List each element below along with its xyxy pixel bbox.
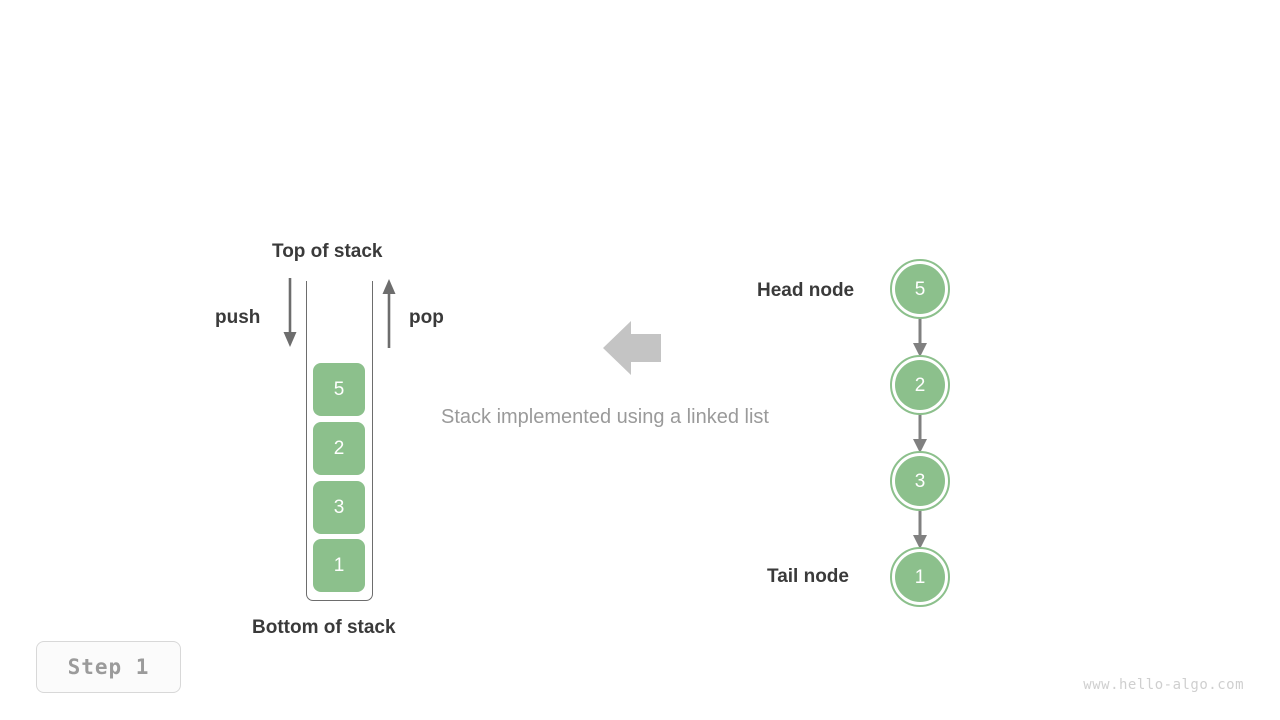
arrow-left-icon bbox=[603, 321, 661, 375]
head-node-label: Head node bbox=[757, 280, 855, 301]
stack-item-value: 1 bbox=[333, 555, 345, 576]
node-ring bbox=[890, 259, 950, 319]
node-value: 1 bbox=[895, 552, 945, 602]
stack-item-value: 3 bbox=[333, 497, 345, 518]
linked-list-node: 1 bbox=[890, 547, 950, 607]
diagram-caption: Stack implemented using a linked list bbox=[441, 406, 769, 428]
stack-item: 3 bbox=[313, 481, 365, 534]
node-value: 3 bbox=[895, 456, 945, 506]
link-arrow-down-icon bbox=[913, 509, 927, 549]
push-label: push bbox=[215, 307, 261, 328]
pop-label: pop bbox=[409, 307, 444, 328]
pop-arrow-up-icon bbox=[382, 279, 396, 348]
tail-node-label: Tail node bbox=[767, 566, 849, 587]
bottom-of-stack-label: Bottom of stack bbox=[252, 617, 396, 638]
push-arrow-down-icon bbox=[283, 278, 297, 347]
linked-list-node: 2 bbox=[890, 355, 950, 415]
node-ring bbox=[890, 547, 950, 607]
stack-item: 2 bbox=[313, 422, 365, 475]
stack-item-value: 5 bbox=[333, 379, 345, 400]
step-badge-label: Step 1 bbox=[67, 654, 150, 679]
stack-item: 5 bbox=[313, 363, 365, 416]
node-ring bbox=[890, 451, 950, 511]
node-ring bbox=[890, 355, 950, 415]
stack-item-value: 2 bbox=[333, 438, 345, 459]
linked-list-node: 3 bbox=[890, 451, 950, 511]
node-value: 2 bbox=[895, 360, 945, 410]
top-of-stack-label: Top of stack bbox=[272, 241, 383, 262]
node-value: 5 bbox=[895, 264, 945, 314]
watermark: www.hello-algo.com bbox=[1083, 677, 1244, 693]
stack-container bbox=[306, 281, 373, 601]
link-arrow-down-icon bbox=[913, 317, 927, 357]
link-arrow-down-icon bbox=[913, 413, 927, 453]
linked-list-node: 5 bbox=[890, 259, 950, 319]
step-badge[interactable]: Step 1 bbox=[36, 641, 181, 693]
stack-item: 1 bbox=[313, 539, 365, 592]
